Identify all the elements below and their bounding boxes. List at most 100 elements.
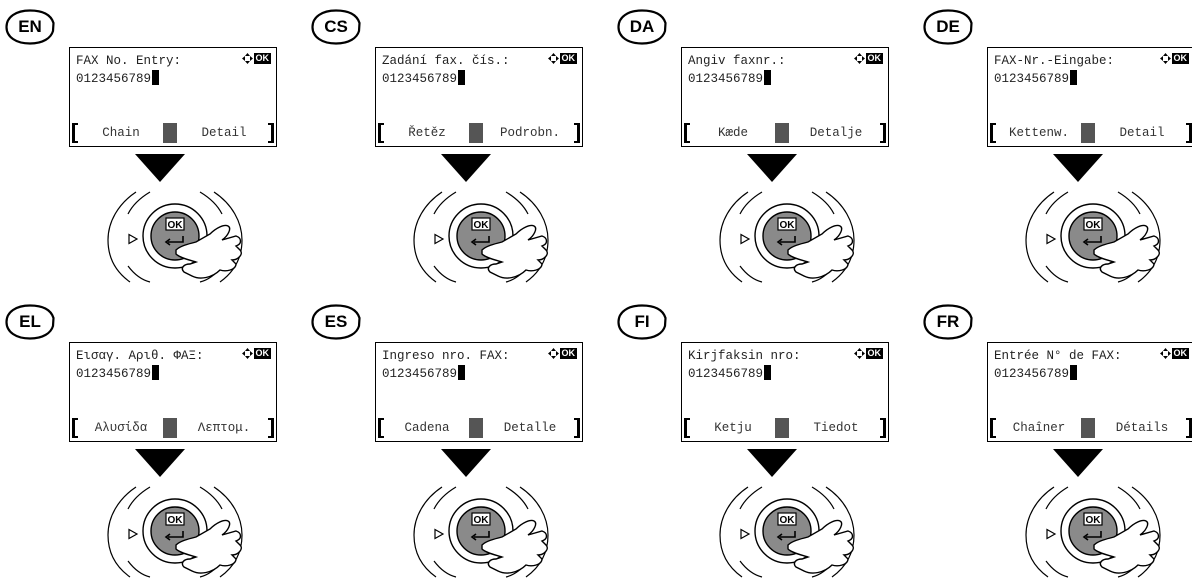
svg-text:OK: OK <box>168 515 184 526</box>
softkey-left-label: Kæde <box>717 126 748 140</box>
ok-key-icon <box>777 217 797 231</box>
control-panel-ok-press[interactable]: OK <box>100 184 250 284</box>
softkey-left[interactable]: Αλυσίδα <box>72 418 170 438</box>
ok-key-icon <box>471 217 491 231</box>
softkey-left[interactable]: Kæde <box>684 123 782 143</box>
language-code: EN <box>18 17 42 36</box>
lcd-number: 0123456789 <box>76 365 160 381</box>
language-badge: DE <box>923 9 973 45</box>
language-panel-da: DA Angiv faxnr.: OK 0123456789 Kæde Deta… <box>612 0 910 284</box>
softkey-left[interactable]: Cadena <box>378 418 476 438</box>
softkey-right-label: Détails <box>1115 421 1169 435</box>
language-code: DA <box>629 17 655 36</box>
badge-outline-icon <box>617 9 667 45</box>
softkey-left[interactable]: Chaîner <box>990 418 1088 438</box>
control-panel-ok-press[interactable]: OK <box>406 479 556 579</box>
text-cursor <box>458 70 466 85</box>
enter-icon <box>780 531 796 538</box>
softkey-separator <box>163 418 177 438</box>
control-panel-ok-press[interactable]: OK <box>1018 479 1168 579</box>
ok-icon: OK <box>559 53 577 64</box>
softkey-right[interactable]: Détails <box>1092 418 1192 438</box>
softkey-right[interactable]: Λεπτομ. <box>174 418 274 438</box>
softkey-left[interactable]: Chain <box>72 123 170 143</box>
softkey-right[interactable]: Detalje <box>786 123 886 143</box>
softkey-left-label: Řetěz <box>408 126 446 140</box>
bracket-left <box>990 123 996 143</box>
four-way-arrows-icon <box>1159 348 1171 359</box>
softkey-separator <box>775 123 789 143</box>
fax-number: 0123456789 <box>382 72 458 86</box>
softkey-right[interactable]: Podrobn. <box>480 123 580 143</box>
bracket-left <box>684 418 690 438</box>
softkey-right[interactable]: Detail <box>1092 123 1192 143</box>
lcd-number: 0123456789 <box>994 70 1078 86</box>
left-triangle-icon <box>128 528 139 540</box>
four-way-arrows-icon <box>547 348 559 359</box>
language-panel-cs: CS Zadání fax. čís.: OK 0123456789 Řetěz… <box>306 0 604 284</box>
language-panel-es: ES Ingreso nro. FAX: OK 0123456789 Caden… <box>306 295 604 579</box>
left-triangle-icon <box>128 233 139 245</box>
softkey-bar: Αλυσίδα Λεπτομ. <box>72 418 274 438</box>
ok-key-icon <box>1083 217 1103 231</box>
language-panel-fr: FR Entrée N° de FAX: OK 0123456789 Chaîn… <box>918 295 1192 579</box>
lcd-title: Entrée N° de FAX: <box>994 349 1122 363</box>
language-badge: EL <box>5 304 55 340</box>
language-panel-fi: FI Kirjfaksin nro: OK 0123456789 Ketju T… <box>612 295 910 579</box>
language-badge: EN <box>5 9 55 45</box>
pointing-hand-icon <box>481 224 548 279</box>
softkey-separator <box>163 123 177 143</box>
badge-outline-icon <box>617 304 667 340</box>
pointing-hand-icon <box>175 519 242 574</box>
left-triangle-icon <box>434 233 445 245</box>
lcd-screen: Εισαγ. Αριθ. ΦΑΞ: OK 0123456789 Αλυσίδα … <box>69 342 277 442</box>
language-badge: CS <box>311 9 361 45</box>
control-panel-ok-press[interactable]: OK <box>712 479 862 579</box>
language-code: ES <box>324 312 348 331</box>
softkey-right[interactable]: Tiedot <box>786 418 886 438</box>
enter-icon <box>780 236 796 243</box>
language-code: CS <box>324 17 348 36</box>
control-panel-ok-press[interactable]: OK <box>406 184 556 284</box>
softkey-bar: Cadena Detalle <box>378 418 580 438</box>
bracket-left <box>990 418 996 438</box>
softkey-left[interactable]: Ketju <box>684 418 782 438</box>
bracket-right <box>574 123 580 143</box>
badge-outline-icon <box>5 304 55 340</box>
pointing-hand-icon <box>175 224 242 279</box>
softkey-separator <box>469 123 483 143</box>
softkey-left[interactable]: Kettenw. <box>990 123 1088 143</box>
pointing-hand-icon <box>1093 519 1160 574</box>
lcd-screen: FAX No. Entry: OK 0123456789 Chain Detai… <box>69 47 277 147</box>
text-cursor <box>1070 70 1078 85</box>
softkey-separator <box>469 418 483 438</box>
control-panel-ok-press[interactable]: OK <box>712 184 862 284</box>
ok-key-icon <box>471 512 491 526</box>
down-arrow-icon <box>135 154 185 182</box>
softkey-left-label: Kettenw. <box>1008 126 1069 140</box>
lcd-screen: Zadání fax. čís.: OK 0123456789 Řetěz Po… <box>375 47 583 147</box>
bracket-right <box>1186 123 1192 143</box>
language-badge: FI <box>617 304 667 340</box>
four-way-arrows-icon <box>241 348 253 359</box>
control-panel-ok-press[interactable]: OK <box>1018 184 1168 284</box>
softkey-left[interactable]: Řetěz <box>378 123 476 143</box>
softkey-right-label: Λεπτομ. <box>197 421 251 435</box>
softkey-right[interactable]: Detail <box>174 123 274 143</box>
language-code: FI <box>634 312 650 331</box>
svg-text:OK: OK <box>474 515 490 526</box>
softkey-right[interactable]: Detalle <box>480 418 580 438</box>
softkey-right-label: Podrobn. <box>499 126 560 140</box>
softkey-bar: Řetěz Podrobn. <box>378 123 580 143</box>
fax-number: 0123456789 <box>76 72 152 86</box>
nav-ok-indicator: OK <box>853 348 883 359</box>
lcd-number: 0123456789 <box>76 70 160 86</box>
enter-icon <box>1086 531 1102 538</box>
left-triangle-icon <box>434 528 445 540</box>
control-panel-ok-press[interactable]: OK <box>100 479 250 579</box>
down-arrow-icon <box>1053 154 1103 182</box>
language-panel-en: EN FAX No. Entry: OK 0123456789 Chain De… <box>0 0 298 284</box>
bracket-left <box>684 123 690 143</box>
fax-number: 0123456789 <box>994 72 1070 86</box>
bracket-left <box>378 123 384 143</box>
